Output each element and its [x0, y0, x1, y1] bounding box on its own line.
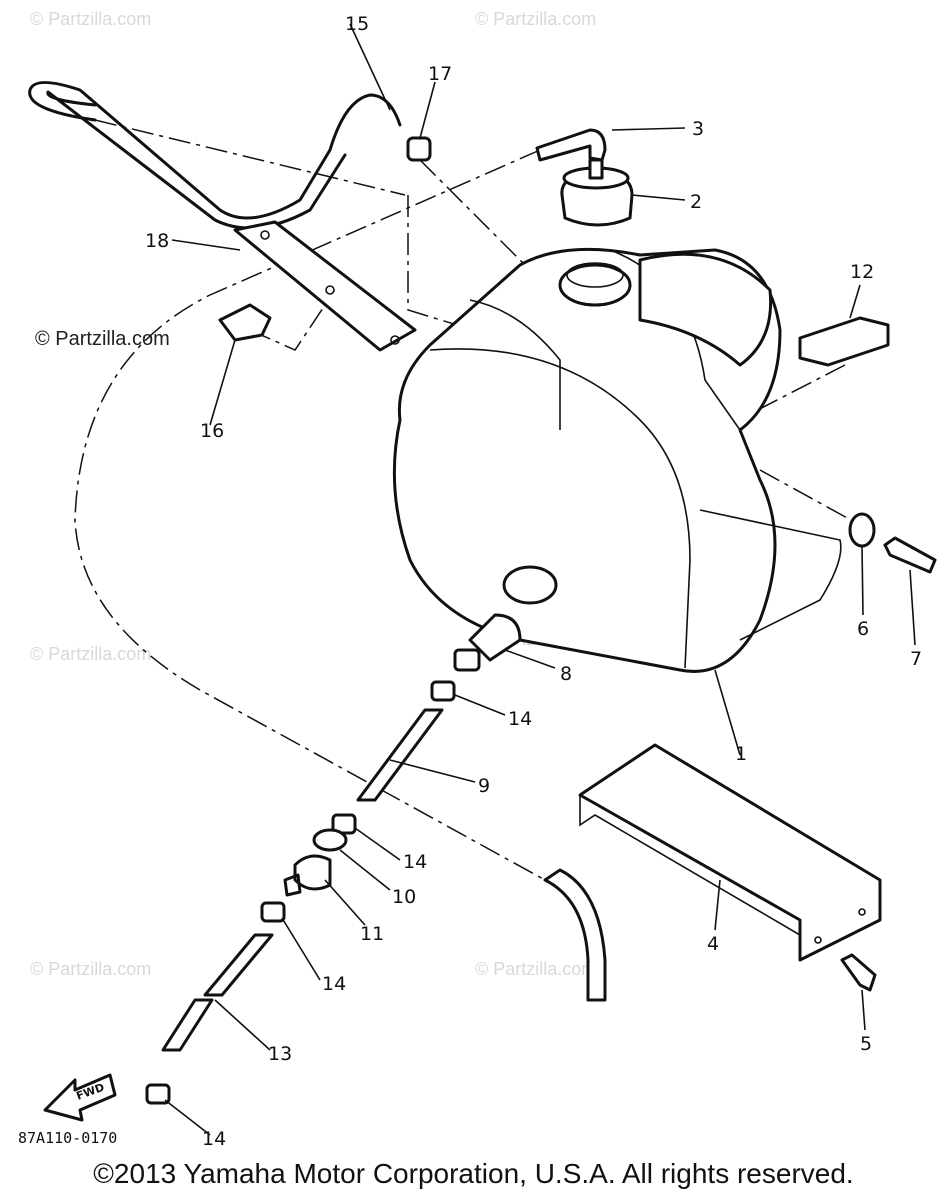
callout-10: 10 [392, 886, 416, 908]
clip [145, 1083, 171, 1105]
fuel-hose-lower [203, 933, 274, 997]
callout-5: 5 [860, 1033, 872, 1055]
callout-13: 13 [268, 1043, 292, 1065]
callout-7: 7 [910, 648, 922, 670]
callout-14: 14 [403, 851, 427, 873]
clip [406, 136, 432, 162]
fuel-cock [283, 854, 332, 897]
vent-hose [28, 81, 402, 220]
forward-arrow-icon: FWD [43, 1073, 117, 1122]
bracket-plate [233, 220, 417, 352]
callout-14: 14 [322, 973, 346, 995]
fuel-tank [392, 247, 842, 673]
bracket-hole [390, 335, 400, 345]
bracket-hole [325, 285, 335, 295]
callout-numbers: 1 2 3 4 5 6 7 8 9 10 11 12 13 14 14 14 1… [145, 13, 922, 1150]
part-code: 87A110-0170 [18, 1129, 117, 1147]
washer [312, 828, 348, 852]
clip [331, 813, 357, 835]
callout-15: 15 [345, 13, 369, 35]
callout-16: 16 [200, 420, 224, 442]
callout-2: 2 [690, 191, 702, 213]
vent-hose-inner [46, 90, 347, 230]
bolt [840, 953, 877, 992]
callout-18: 18 [145, 230, 169, 252]
clip [430, 680, 456, 702]
hose-clamp [218, 303, 272, 342]
callout-12: 12 [850, 261, 874, 283]
callout-1: 1 [735, 743, 747, 765]
callout-8: 8 [560, 663, 572, 685]
fuel-hose [356, 708, 444, 802]
clip [260, 901, 286, 923]
collar [848, 512, 876, 548]
callout-4: 4 [707, 933, 719, 955]
callout-9: 9 [478, 775, 490, 797]
callout-3: 3 [692, 118, 704, 140]
callout-14: 14 [508, 708, 532, 730]
copyright-notice: ©2013 Yamaha Motor Corporation, U.S.A. A… [93, 1158, 854, 1189]
fuel-cap [560, 158, 634, 227]
callout-14: 14 [202, 1128, 226, 1150]
fuel-hose-lower [161, 998, 214, 1052]
callout-leaders [164, 23, 916, 1136]
watermark: © Partzilla.com [475, 959, 596, 979]
bracket-hole [260, 230, 270, 240]
bolt [883, 536, 937, 574]
breather-hose [535, 128, 607, 162]
fuel-strainer [453, 613, 522, 672]
callout-6: 6 [857, 618, 869, 640]
watermark: © Partzilla.com [30, 9, 151, 29]
watermark: © Partzilla.com [30, 644, 151, 664]
callout-11: 11 [360, 923, 384, 945]
callout-17: 17 [428, 63, 452, 85]
watermark: © Partzilla.com [475, 9, 596, 29]
watermark-dark: © Partzilla.com [35, 328, 170, 350]
watermark: © Partzilla.com [30, 959, 151, 979]
damper-pad [798, 316, 890, 367]
tank-band [578, 743, 882, 962]
overflow-hose [543, 868, 607, 1002]
